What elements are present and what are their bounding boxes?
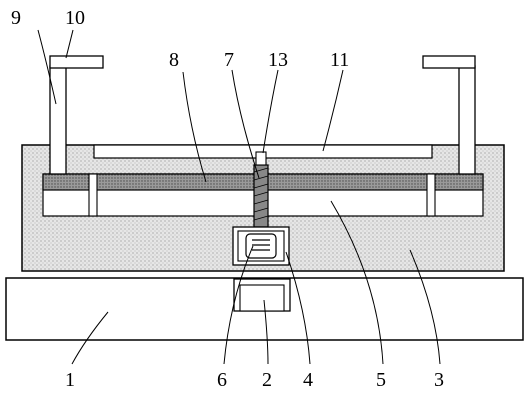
label-8: 8 [169,49,179,71]
label-9: 9 [11,7,21,29]
leader-2 [263,299,269,365]
left-column [49,65,67,175]
leader-lines [37,29,441,365]
label-7: 7 [224,49,234,71]
leader-13 [262,69,279,154]
label-13: 13 [268,49,288,71]
label-1: 1 [65,369,75,391]
leader-10 [65,29,74,59]
leader-11 [322,69,344,152]
label-4: 4 [303,369,313,391]
leader-3 [409,249,441,365]
label-6: 6 [217,369,227,391]
motor-seat-inner [239,284,285,312]
label-10: 10 [65,7,85,29]
motor-stripes [252,239,270,251]
leader-7 [231,69,260,179]
right-post [426,173,436,217]
leader-5 [330,200,384,365]
leader-8 [182,71,207,183]
label-3: 3 [434,369,444,391]
screw-cap [255,151,267,166]
leader-9 [37,29,57,105]
label-11: 11 [330,49,349,71]
left-post [88,173,98,217]
label-5: 5 [376,369,386,391]
leader-6 [223,245,254,365]
label-2: 2 [262,369,272,391]
right-clamp-arm [422,55,476,69]
motor [245,233,277,259]
right-column [458,65,476,175]
left-clamp-arm [49,55,104,69]
leader-1 [71,311,109,365]
leader-4 [285,251,311,365]
